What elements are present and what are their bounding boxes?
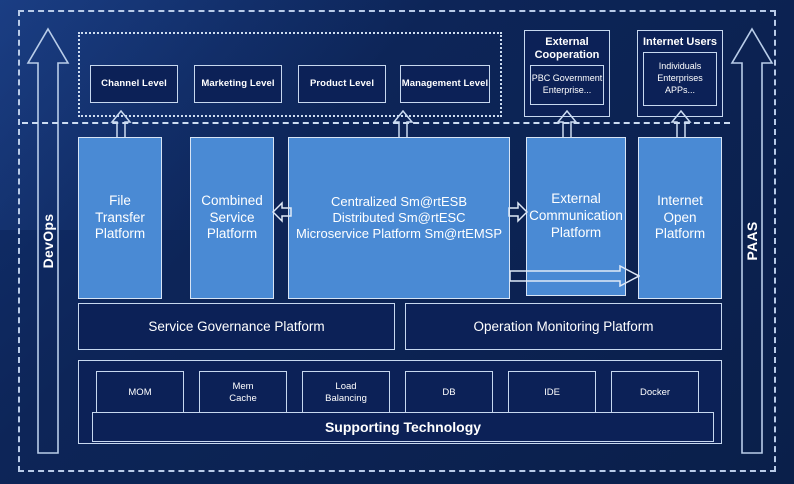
tech-label-line1: Load: [335, 381, 357, 393]
internet-users-box[interactable]: Internet Users Individuals Enterprises A…: [637, 30, 723, 117]
platform-label-line2: Distributed Sm@rtESC: [332, 209, 466, 225]
tech-box-db[interactable]: DB: [405, 371, 493, 414]
level-box-management[interactable]: Management Level: [400, 65, 490, 103]
platform-internet-open[interactable]: Internet Open Platform: [638, 137, 722, 299]
platform-label-line1: External: [551, 191, 601, 207]
layer-separator-dashed-line: [22, 122, 730, 124]
bar-supporting-technology[interactable]: Supporting Technology: [92, 412, 714, 442]
tech-label-line1: IDE: [544, 386, 560, 398]
platform-label-line3: Microservice Platform Sm@rtEMSP: [295, 226, 503, 242]
detail-line1: Individuals: [658, 61, 702, 72]
level-label: Management Level: [401, 78, 489, 90]
tech-label-line1: Mem: [232, 381, 254, 393]
paas-label: PAAS: [744, 221, 760, 261]
bar-service-governance[interactable]: Service Governance Platform: [78, 303, 395, 350]
level-label: Product Level: [309, 78, 375, 90]
level-label: Channel Level: [101, 78, 167, 90]
connector-up-internet-open: [670, 110, 692, 140]
tech-label-line1: DB: [442, 386, 456, 398]
platform-label-line2: Service: [209, 209, 255, 225]
tech-box-mom[interactable]: MOM: [96, 371, 184, 414]
platform-label-line2: Communication: [529, 208, 623, 224]
platform-label-line1: Combined: [201, 192, 263, 208]
external-cooperation-title-line1: External: [545, 36, 589, 48]
external-cooperation-box[interactable]: External Cooperation PBC Government Ente…: [524, 30, 610, 117]
tech-label-line1: Docker: [639, 386, 671, 398]
connector-right-external-communication: [508, 200, 528, 224]
tech-label-line2: Cache: [229, 392, 257, 404]
tech-box-ide[interactable]: IDE: [508, 371, 596, 414]
platform-label-line1: Internet: [657, 192, 703, 208]
platform-label-line2: Transfer: [95, 209, 145, 225]
level-box-channel[interactable]: Channel Level: [90, 65, 178, 103]
level-label: Marketing Level: [201, 78, 275, 90]
external-cooperation-title-line2: Cooperation: [534, 48, 600, 61]
up-arrow-icon: [730, 27, 774, 454]
paas-rail: PAAS: [730, 26, 774, 456]
connector-up-external-communication: [556, 110, 578, 140]
platform-label-line1: File: [109, 192, 131, 208]
bar-label: Service Governance Platform: [148, 318, 325, 334]
detail-line1: PBC Government: [531, 73, 603, 84]
outer-dashed-frame: [18, 10, 776, 472]
platform-external-communication[interactable]: External Communication Platform: [526, 137, 626, 296]
connector-up-center-platform: [392, 110, 414, 140]
devops-rail: DevOps: [26, 26, 70, 456]
platform-file-transfer[interactable]: File Transfer Platform: [78, 137, 162, 299]
platform-centralized-esb[interactable]: Centralized Sm@rtESB Distributed Sm@rtES…: [288, 137, 510, 299]
level-box-product[interactable]: Product Level: [298, 65, 386, 103]
detail-line2: Enterprises: [657, 73, 703, 84]
consumer-levels-group: [78, 32, 502, 117]
bar-operation-monitoring[interactable]: Operation Monitoring Platform: [405, 303, 722, 350]
connector-up-file-transfer: [110, 110, 132, 140]
platform-label-line3: Platform: [206, 226, 258, 242]
bar-label: Operation Monitoring Platform: [473, 318, 654, 334]
platform-combined-service[interactable]: Combined Service Platform: [190, 137, 274, 299]
bar-label: Supporting Technology: [324, 418, 482, 435]
platform-label-line2: Open: [663, 209, 697, 225]
platform-label-line3: Platform: [550, 224, 602, 240]
tech-box-mem-cache[interactable]: Mem Cache: [199, 371, 287, 414]
devops-label: DevOps: [40, 213, 56, 269]
connector-long-right-internet-open: [510, 265, 640, 287]
external-cooperation-detail: PBC Government Enterprise...: [530, 64, 604, 105]
internet-users-title: Internet Users: [643, 36, 717, 48]
connector-left-combined-service: [272, 200, 292, 224]
detail-line3: APPs...: [664, 84, 695, 95]
up-arrow-icon: [26, 27, 70, 454]
detail-line2: Enterprise...: [542, 84, 592, 95]
tech-label-line1: MOM: [128, 386, 152, 398]
level-box-marketing[interactable]: Marketing Level: [194, 65, 282, 103]
tech-box-docker[interactable]: Docker: [611, 371, 699, 414]
platform-label-line3: Platform: [654, 226, 706, 242]
platform-label-line1: Centralized Sm@rtESB: [330, 193, 468, 209]
tech-label-line2: Balancing: [325, 392, 367, 404]
tech-box-load-balancing[interactable]: Load Balancing: [302, 371, 390, 414]
platform-label-line3: Platform: [94, 226, 146, 242]
internet-users-detail: Individuals Enterprises APPs...: [643, 51, 717, 106]
